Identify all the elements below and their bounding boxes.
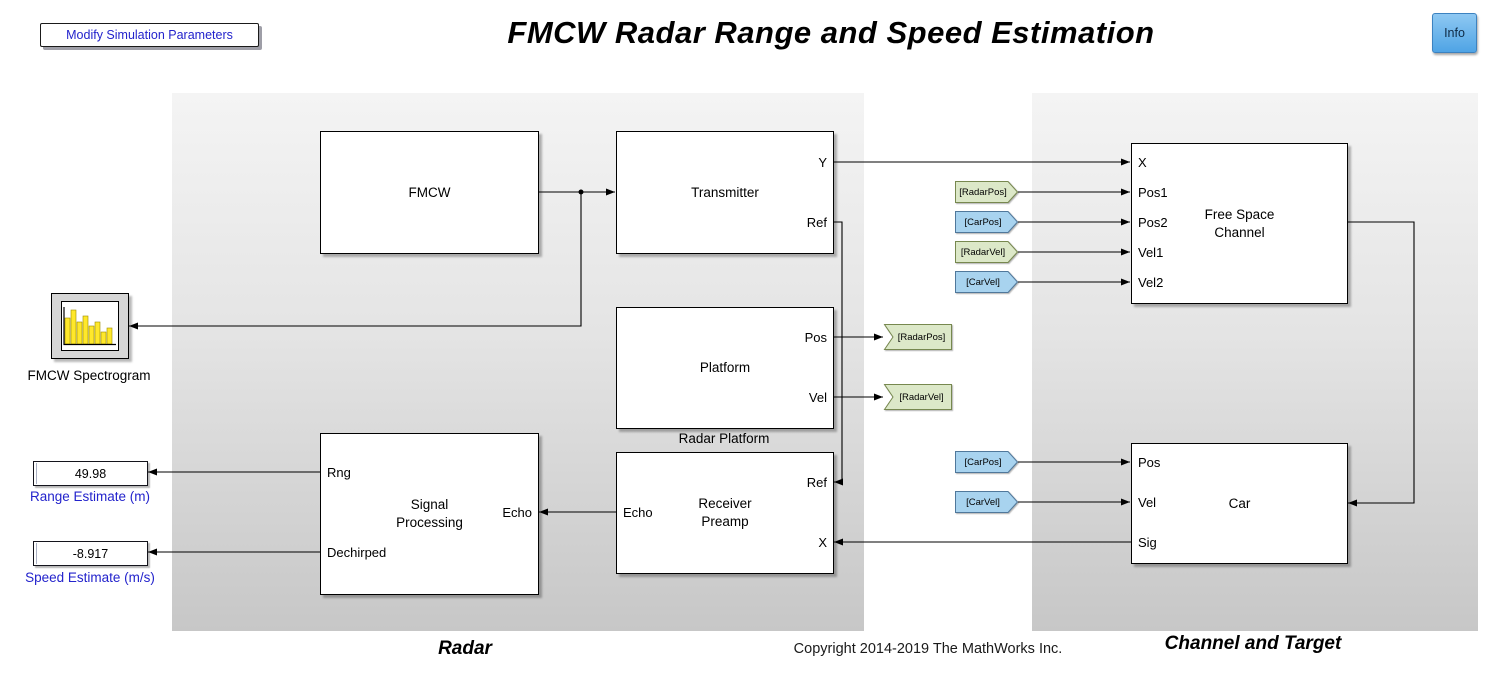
port-free-space-channel-pos2: Pos2 <box>1138 215 1168 230</box>
display-speed-label: Speed Estimate (m/s) <box>25 570 155 585</box>
block-platform-label: Platform <box>699 360 751 375</box>
block-car[interactable]: Car Pos Vel Sig <box>1131 443 1348 564</box>
port-signal-processing-echo: Echo <box>502 505 532 520</box>
info-button[interactable]: Info <box>1432 13 1477 53</box>
from-tag-carvel-2[interactable]: [CarVel] <box>955 491 1019 513</box>
from-tag-carvel-2-label: [CarVel] <box>966 496 1000 508</box>
scope-fmcw-spectrogram[interactable] <box>51 293 129 359</box>
channel-target-area-label: Channel and Target <box>1164 633 1342 654</box>
from-tag-carpos-2[interactable]: [CarPos] <box>955 451 1019 473</box>
spectrogram-icon <box>61 301 119 351</box>
block-fmcw[interactable]: FMCW <box>320 131 539 254</box>
block-receiver-preamp-label: Receiver Preamp <box>698 496 752 529</box>
port-transmitter-y: Y <box>818 155 827 170</box>
from-tag-radarpos[interactable]: [RadarPos] <box>955 181 1019 203</box>
port-free-space-channel-vel1: Vel1 <box>1138 245 1164 260</box>
goto-tag-radarpos[interactable]: [RadarPos] <box>883 324 952 350</box>
block-signal-processing-label: Signal Processing <box>396 497 463 530</box>
from-tag-radarvel-label: [RadarVel] <box>960 246 1006 258</box>
from-tag-carvel-label: [CarVel] <box>966 276 1000 288</box>
port-receiver-preamp-echo: Echo <box>623 505 653 520</box>
from-tag-radarpos-label: [RadarPos] <box>959 186 1007 198</box>
port-car-vel: Vel <box>1138 495 1157 510</box>
port-free-space-channel-vel2: Vel2 <box>1138 275 1164 290</box>
modify-simulation-parameters-label: Modify Simulation Parameters <box>66 28 233 42</box>
info-button-label: Info <box>1444 26 1465 40</box>
port-receiver-preamp-x: X <box>818 535 827 550</box>
modify-simulation-parameters-button[interactable]: Modify Simulation Parameters <box>40 23 259 47</box>
port-platform-pos: Pos <box>804 330 827 345</box>
display-range-label: Range Estimate (m) <box>29 489 151 504</box>
display-range-value: 49.98 <box>74 466 107 481</box>
port-signal-processing-dechirped: Dechirped <box>327 545 387 560</box>
from-tag-carvel[interactable]: [CarVel] <box>955 271 1019 293</box>
block-free-space-channel-label: Free Space Channel <box>1204 206 1275 240</box>
from-tag-carpos[interactable]: [CarPos] <box>955 211 1019 233</box>
scope-label: FMCW Spectrogram <box>27 368 151 383</box>
caption-radar-platform: Radar Platform <box>678 431 770 446</box>
block-car-label: Car <box>1228 495 1251 511</box>
port-car-sig: Sig <box>1138 535 1157 550</box>
from-tag-carpos-label: [CarPos] <box>964 216 1002 228</box>
goto-tag-radarvel[interactable]: [RadarVel] <box>883 384 952 410</box>
goto-tag-radarpos-label: [RadarPos] <box>897 331 946 343</box>
block-fmcw-label: FMCW <box>408 184 451 200</box>
port-free-space-channel-x: X <box>1138 155 1147 170</box>
block-transmitter-label: Transmitter <box>691 184 759 200</box>
port-transmitter-ref: Ref <box>806 215 827 230</box>
model-title: FMCW Radar Range and Speed Estimation <box>507 15 1155 50</box>
radar-area-label: Radar <box>438 638 492 659</box>
display-speed-value: -8.917 <box>72 546 109 561</box>
port-platform-vel: Vel <box>808 390 827 405</box>
from-tag-radarvel[interactable]: [RadarVel] <box>955 241 1019 263</box>
block-signal-processing[interactable]: Signal Processing Rng Dechirped Echo <box>320 433 539 595</box>
port-receiver-preamp-ref: Ref <box>806 475 827 490</box>
copyright-text: Copyright 2014-2019 The MathWorks Inc. <box>793 641 1063 657</box>
block-receiver-preamp[interactable]: Receiver Preamp Ref Echo X <box>616 452 834 574</box>
block-free-space-channel[interactable]: Free Space Channel X Pos1 Pos2 Vel1 Vel2 <box>1131 143 1348 304</box>
from-tag-carpos-2-label: [CarPos] <box>964 456 1002 468</box>
port-free-space-channel-pos1: Pos1 <box>1138 185 1168 200</box>
block-platform[interactable]: Platform Pos Vel <box>616 307 834 429</box>
block-transmitter[interactable]: Transmitter Y Ref <box>616 131 834 254</box>
display-range-estimate[interactable]: 49.98 <box>33 461 148 486</box>
display-speed-estimate[interactable]: -8.917 <box>33 541 148 566</box>
port-signal-processing-rng: Rng <box>327 465 351 480</box>
port-car-pos: Pos <box>1138 455 1161 470</box>
goto-tag-radarvel-label: [RadarVel] <box>899 391 944 403</box>
